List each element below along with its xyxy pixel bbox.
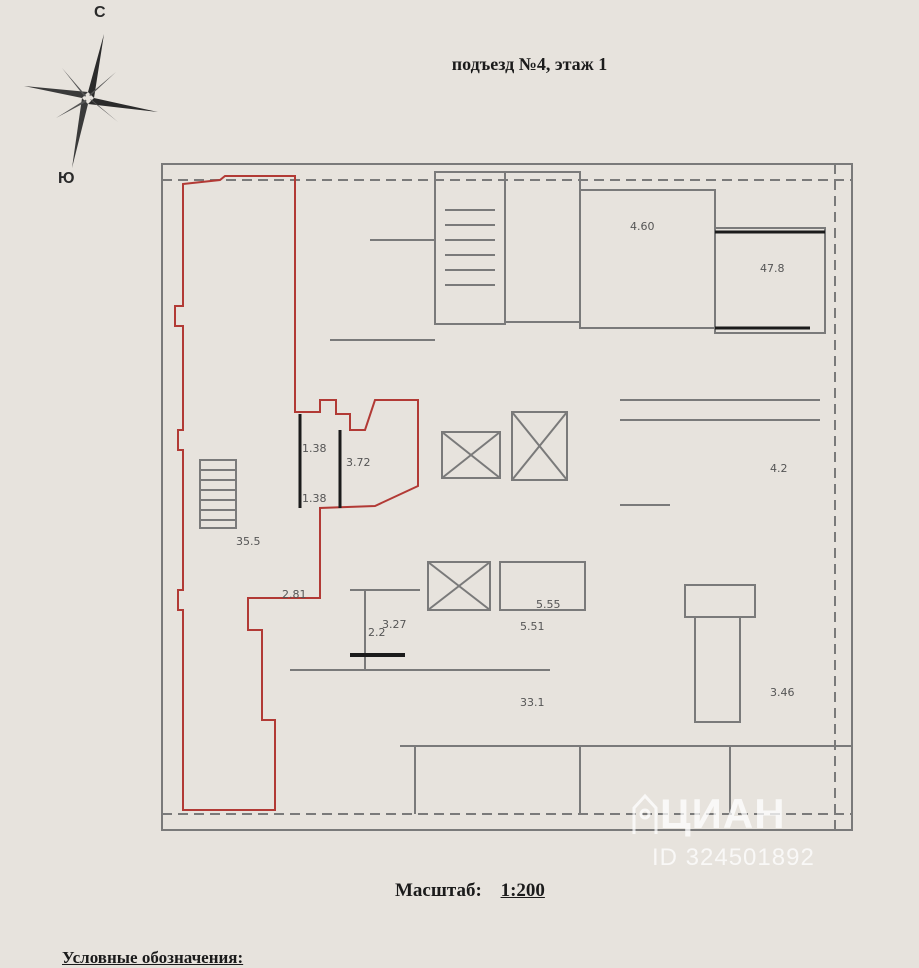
label-corridor: 3.72	[346, 456, 371, 469]
label-south-room: 3.46	[770, 686, 795, 699]
stair-core	[434, 171, 506, 325]
scale-row: Масштаб: 1:200	[395, 880, 545, 902]
compass-star-icon	[24, 34, 158, 168]
label-east-area: 4.2	[770, 462, 788, 475]
watermark-brand: ЦИАН	[660, 790, 786, 837]
room-north-east	[579, 189, 716, 329]
lift-shaft-2	[511, 411, 568, 481]
outer-wall	[161, 163, 853, 831]
scale-label: Масштаб:	[395, 880, 482, 901]
lift-shaft-1	[441, 431, 501, 479]
label-hall: 33.1	[520, 696, 545, 709]
room-north-far-east	[714, 227, 826, 334]
compass-north-label: С	[94, 4, 106, 21]
watermark-id: ID 324501892	[652, 844, 815, 871]
room-north-center	[504, 171, 581, 323]
legend-title: Условные обозначения:	[62, 948, 244, 967]
house-logo-icon	[632, 793, 658, 834]
floor-plan-drawing: 35.5 1.38 1.38 3.72 2.2 33.1 4.2 4.60 47…	[161, 163, 853, 831]
label-bath-b: 1.38	[302, 492, 327, 505]
room-south-lift-area	[499, 561, 586, 611]
watermark: ЦИАН ID 324501892	[630, 790, 860, 880]
room-east-balcony	[684, 584, 756, 618]
label-mid-small: 3.27	[382, 618, 407, 631]
compass-rose: С Ю	[10, 0, 160, 195]
label-east-upper: 4.60	[630, 220, 655, 233]
highlighted-premises	[174, 175, 419, 811]
plan-title: подъезд №4, этаж 1	[451, 54, 608, 74]
label-closet: 2.2	[368, 626, 386, 639]
label-bath-a: 1.38	[302, 442, 327, 455]
label-strip-area: 35.5	[236, 535, 261, 548]
label-lift-a: 5.55	[536, 598, 561, 611]
label-south-hall: 47.8	[760, 262, 785, 275]
room-east-shaft	[694, 616, 741, 723]
west-stairs	[199, 459, 237, 529]
label-lift-b: 5.51	[520, 620, 545, 633]
label-north-small: 2.81	[282, 588, 307, 601]
compass-south-label: Ю	[58, 170, 75, 187]
scale-value: 1:200	[500, 880, 545, 901]
lift-shaft-3	[427, 561, 491, 611]
